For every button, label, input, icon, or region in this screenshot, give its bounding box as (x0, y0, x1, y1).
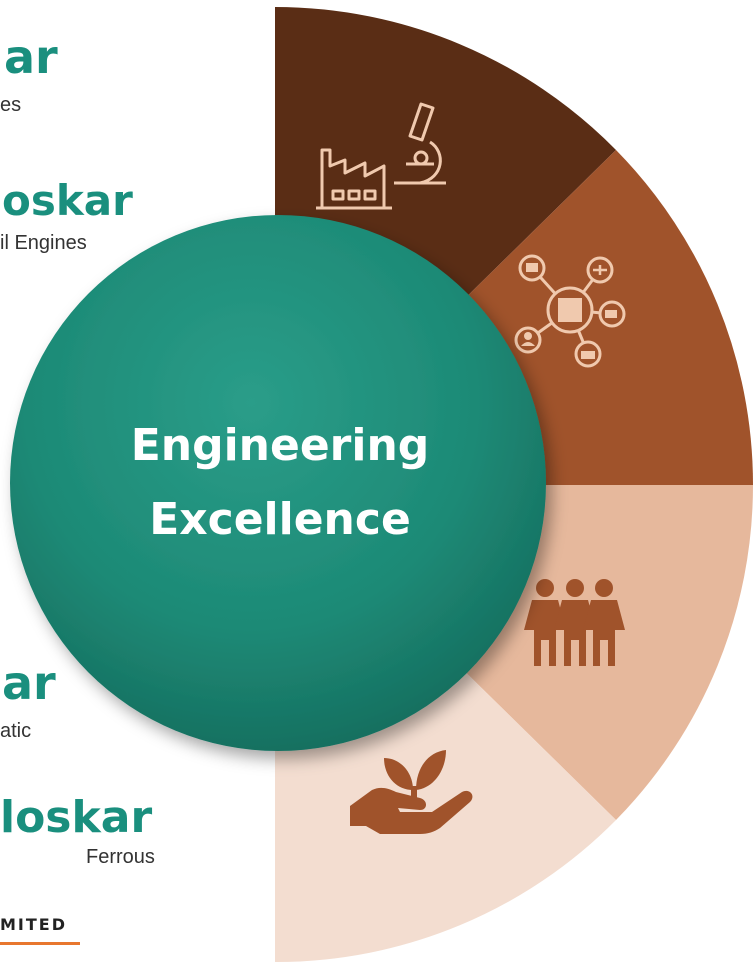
logo-underline (0, 942, 80, 945)
center-circle (10, 215, 546, 751)
logo-fragment-4: loskar (0, 792, 153, 843)
plant-in-hand-icon (350, 750, 473, 834)
people-group-icon (524, 579, 625, 666)
center-title-line-2: Excellence (149, 494, 411, 545)
logo-subtitle-2: il Engines (0, 232, 87, 254)
factory-microscope-icon (316, 102, 446, 210)
logo-fragment-1: ar (4, 30, 58, 84)
network-hub-icon (514, 254, 626, 368)
logo-subtitle-4: Ferrous (86, 846, 155, 868)
center-title-line-1: Engineering (130, 420, 430, 471)
logo-fragment-3: ar (2, 656, 56, 710)
logo-fragment-5: MITED (0, 915, 67, 934)
logo-subtitle-3: atic (0, 720, 32, 742)
logo-subtitle-1: es (0, 94, 22, 116)
logo-fragment-2: oskar (2, 176, 133, 225)
